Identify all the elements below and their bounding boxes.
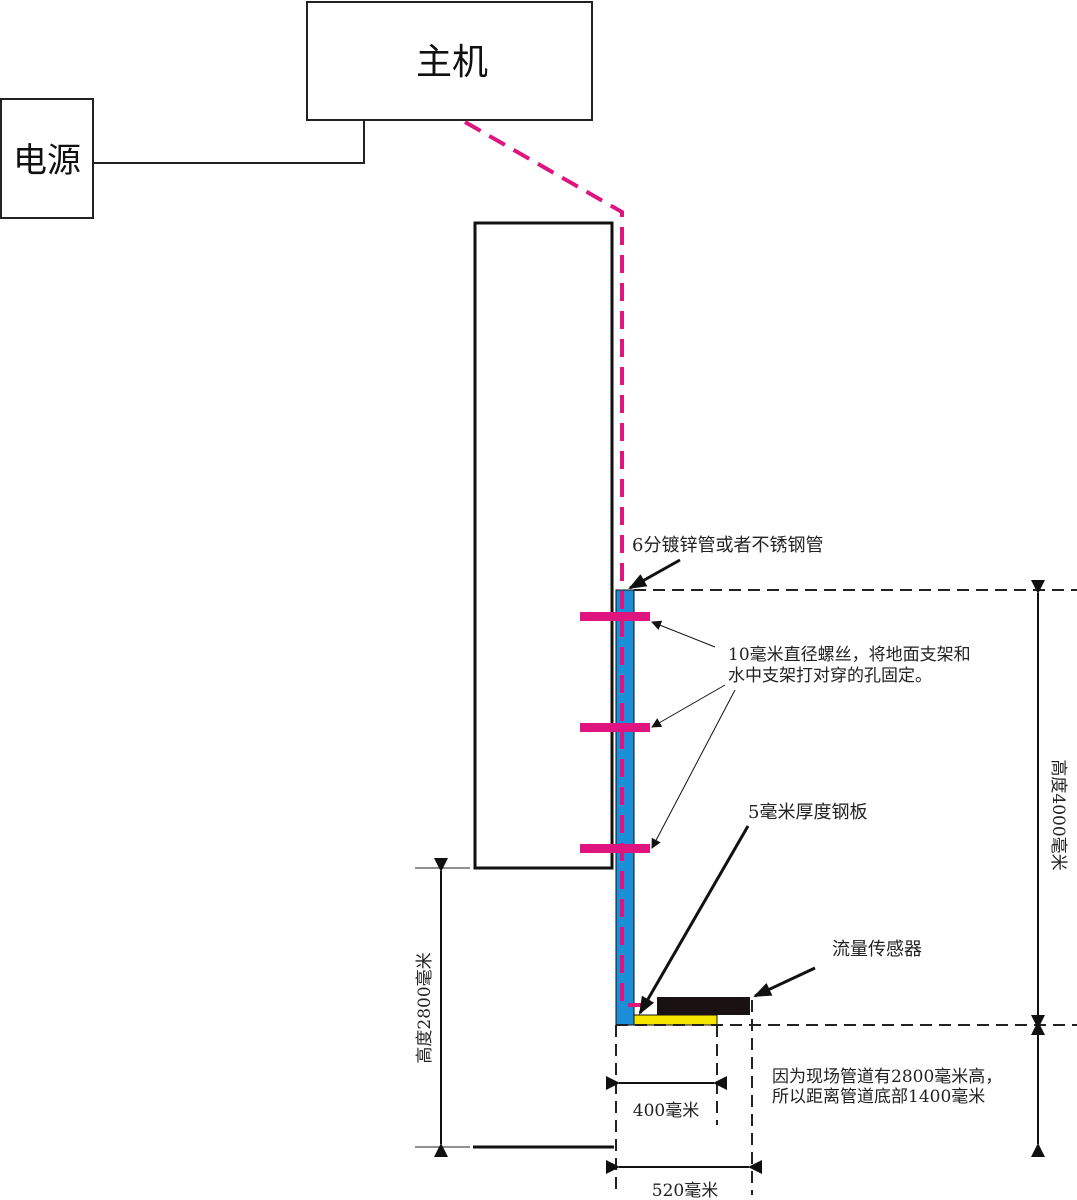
plate-label: 5毫米厚度钢板 [748, 802, 867, 823]
bolt [580, 612, 650, 621]
power-label: 电源 [13, 141, 81, 181]
height-total-label: 高度4000毫米 [1048, 759, 1068, 870]
bolt-label-line1: 10毫米直径螺丝，将地面支架和 [728, 645, 971, 665]
bolt [580, 844, 650, 853]
host-label: 主机 [416, 42, 488, 83]
power-cable [93, 120, 365, 164]
sensor-label: 流量传感器 [832, 939, 922, 960]
flow-sensor [657, 997, 750, 1015]
galvanized-pipe [615, 589, 635, 1026]
dim-520-label: 520毫米 [652, 1181, 718, 1200]
pipe-structure [473, 221, 614, 870]
steel-plate [633, 1014, 718, 1026]
pipe-label: 6分镀锌管或者不锈钢管 [632, 535, 823, 556]
host-unit: 主机 [306, 1, 593, 121]
dim-400-label: 400毫米 [633, 1101, 699, 1121]
height-pipe-label: 高度2800毫米 [415, 952, 435, 1063]
power-supply: 电源 [0, 98, 94, 219]
bolt [580, 723, 650, 732]
note-line2: 所以距离管道底部1400毫米 [772, 1087, 985, 1107]
bolt-label-line2: 水中支架打对穿的孔固定。 [728, 666, 932, 686]
note-line1: 因为现场管道有2800毫米高， [772, 1067, 1002, 1087]
